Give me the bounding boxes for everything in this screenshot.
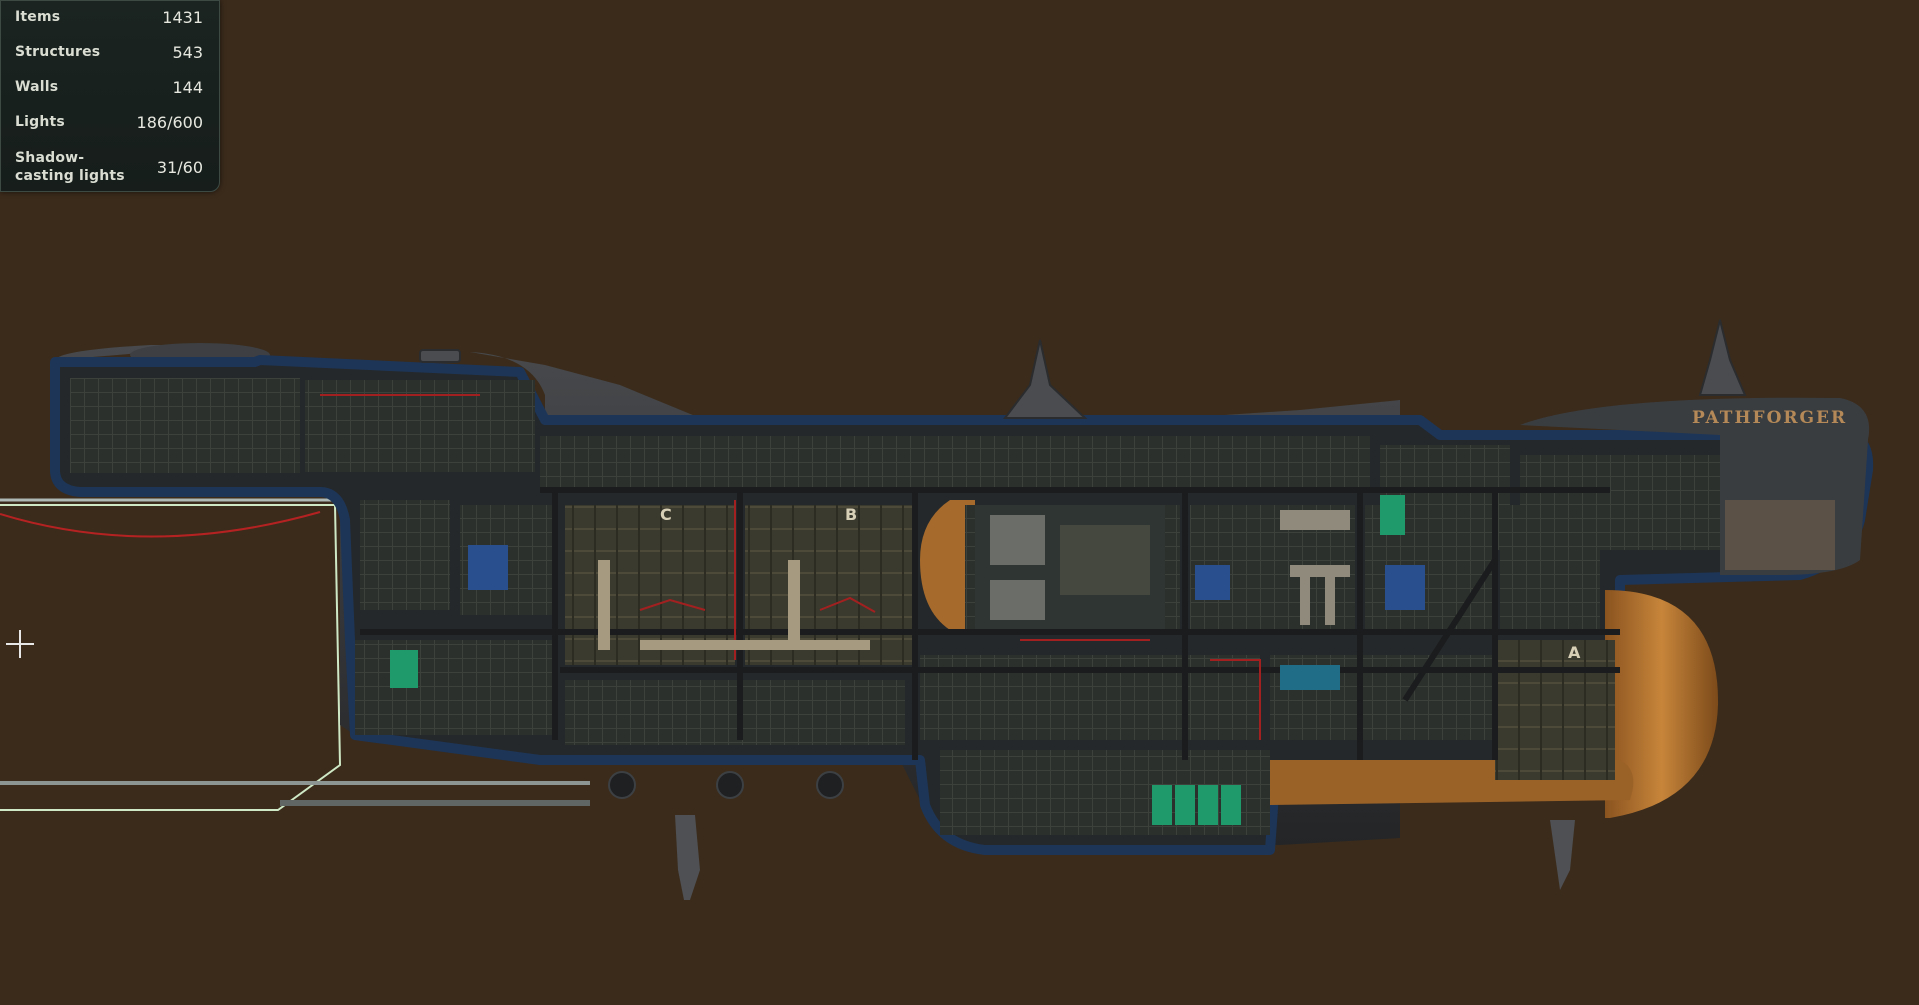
stat-items-value: 1431 (162, 7, 203, 27)
stat-lights-value: 186/600 (136, 112, 203, 132)
stat-structures-value: 543 (172, 42, 203, 62)
stat-lights: Lights 186/600 (15, 110, 203, 134)
stat-items: Items 1431 (15, 5, 203, 29)
ship-name: PATHFORGER (1692, 408, 1847, 428)
antenna-masts (419, 319, 1747, 419)
bay-tanks (598, 560, 870, 650)
structural-beams (360, 487, 1620, 760)
stat-shadow-lights: Shadow-casting lights 31/60 (15, 147, 203, 187)
stat-walls: Walls 144 (15, 75, 203, 99)
supply-cabinets (390, 495, 1405, 825)
stat-lights-label: Lights (15, 114, 65, 130)
docking-port-outline (0, 498, 590, 811)
stat-shadow-lights-value: 31/60 (156, 157, 203, 177)
hull-portholes (608, 771, 844, 799)
drill-arms (675, 815, 1575, 900)
monitors (468, 545, 1425, 690)
stat-shadow-lights-label: Shadow-casting lights (15, 150, 125, 184)
bay-label-b: B (845, 505, 857, 524)
stat-structures: Structures 543 (15, 40, 203, 64)
bay-label-a: A (1568, 643, 1581, 662)
stat-structures-label: Structures (15, 44, 101, 60)
stat-items-label: Items (15, 9, 61, 25)
stat-walls-label: Walls (15, 79, 59, 95)
stat-walls-value: 144 (172, 77, 203, 97)
bow-section: PATHFORGER (1520, 397, 1870, 575)
stats-panel: Items 1431 Structures 543 Walls 144 Ligh… (0, 0, 220, 192)
bay-label-c: C (660, 505, 672, 524)
crosshair-cursor (6, 630, 34, 658)
bay-labels: C B A (660, 505, 1581, 662)
wiring (320, 394, 1261, 740)
